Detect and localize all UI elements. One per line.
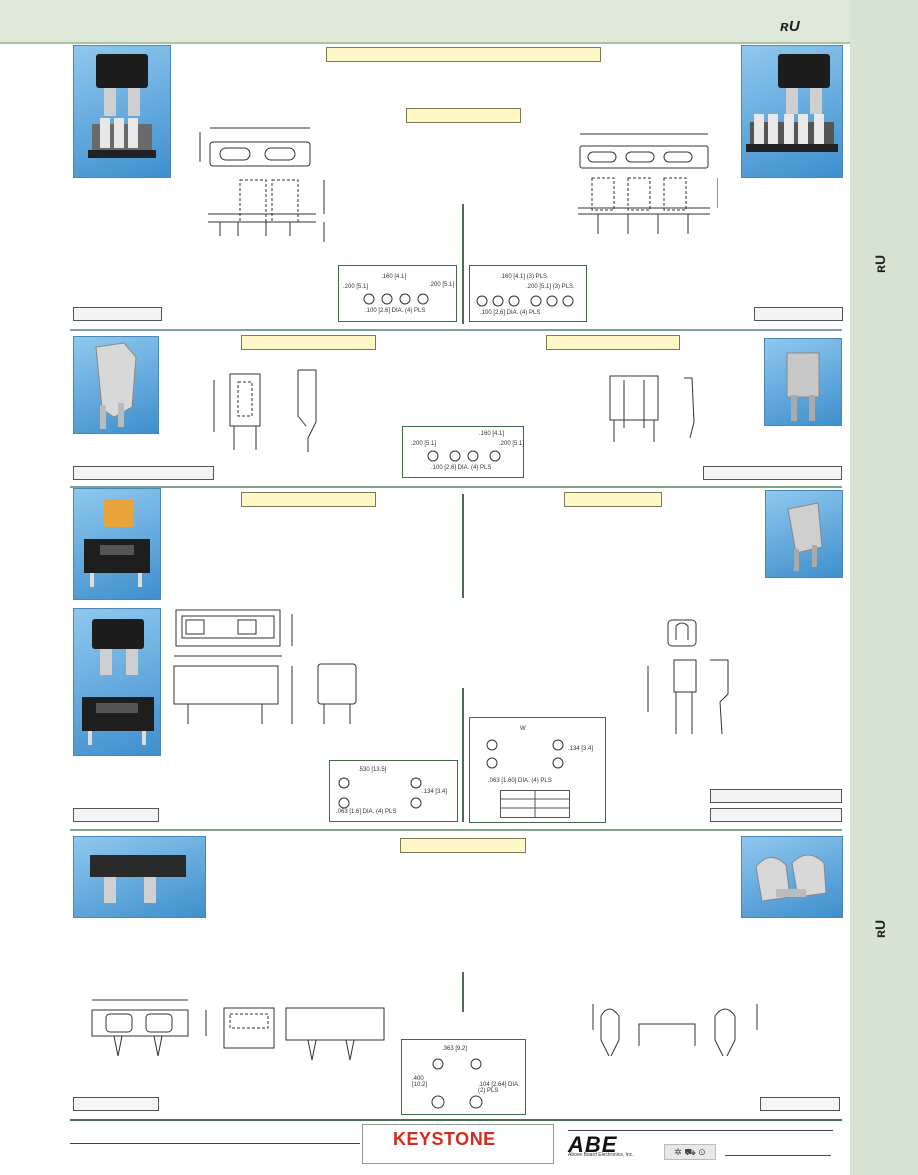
atm-fuse-holder-photo: [73, 608, 161, 756]
drawing-clip-2: [609, 375, 695, 442]
part-number-box: [754, 307, 843, 321]
section-title-banner: [564, 492, 662, 507]
pcb-layout-clip: .160 [4.1] .200 [5.1] .200 [5.1] .100 [2…: [402, 426, 524, 478]
section-title-banner: [326, 47, 601, 62]
keystone-logo-text: KEYSTONE: [393, 1129, 496, 1149]
section-title-banner: [400, 838, 526, 853]
dimension-label: .160 [4.1] (3) PLS.: [500, 274, 549, 280]
fuse-holder-photo-2pos: [73, 45, 171, 178]
pcb-layout-2pos: .160 [4.1] .200 [5.1] .200 [5.1] .100 [2…: [338, 265, 457, 322]
dimension-label: .100 [2.6] DIA. (4) PLS: [365, 308, 426, 314]
dimension-label: .200 [5.1] (3) PLS.: [526, 284, 575, 290]
footer-rule: [70, 1143, 360, 1144]
part-number-box: [73, 1097, 159, 1111]
dimension-label: .104 [2.64] DIA. (2) PLS: [478, 1082, 520, 1094]
drawing-2pos-holder: [199, 127, 325, 242]
part-number-box: [710, 789, 842, 803]
dimension-label: .200 [5.1]: [429, 282, 455, 288]
header-band: [0, 0, 850, 44]
dimension-label: .200 [5.1]: [411, 441, 437, 447]
dimension-label: .063 [1.60] DIA. (4) PLS: [488, 778, 552, 784]
drawing-clip-pair: [592, 1004, 758, 1057]
abe-tagline: Above Board Electronics, Inc.: [568, 1152, 634, 1158]
footer-rule: [568, 1130, 833, 1131]
section-divider: [70, 329, 842, 331]
dimension-label: .134 [3.4]: [568, 746, 594, 752]
sub-title-banner: [406, 108, 521, 123]
footer-link[interactable]: [725, 1155, 831, 1156]
fuse-clip-photo: [73, 336, 159, 434]
dimension-label: W: [520, 726, 526, 732]
center-rule: [462, 494, 464, 598]
right-sidebar: [850, 0, 918, 1175]
fuse-clip-pair-photo: [741, 836, 843, 918]
section-divider: [70, 1119, 842, 1121]
dimension-label: .160 [4.1]: [479, 431, 505, 437]
dimension-label: .063 [1.6] DIA. (4) PLS: [336, 809, 397, 815]
center-rule: [462, 688, 464, 822]
toolbar-icons[interactable]: ✲ ⛟ ⊙: [664, 1144, 716, 1160]
part-number-box: [73, 808, 159, 822]
part-number-box: [710, 808, 842, 822]
dimension-label: .530 [13.5]: [358, 767, 387, 773]
dimension-label: .200 [5.1]: [499, 441, 525, 447]
ul-recognized-mark-side-2: ʀU: [872, 919, 889, 939]
drawing-3pos-holder: [578, 133, 718, 234]
drawing-atm-holder: [173, 609, 357, 724]
section-title-banner: [546, 335, 680, 350]
dimension-label: .363 [9.2]: [442, 1046, 468, 1052]
dimension-label: .100 [2.6] DIA. (4) PLS: [480, 310, 541, 316]
dimension-label: .134 [3.4]: [422, 789, 448, 795]
fuse-clip-photo-2: [764, 338, 842, 426]
dimension-label: .100 [2.6] DIA. (4) PLS: [431, 465, 492, 471]
drawing-mini-clip: [647, 619, 729, 735]
section-title-banner: [241, 492, 376, 507]
dimension-label: .200 [5.1]: [343, 284, 369, 290]
section-title-banner: [241, 335, 376, 350]
part-number-box: [760, 1097, 840, 1111]
ul-recognized-mark: ʀU: [780, 18, 800, 35]
section-divider: [70, 486, 842, 488]
pcb-layout-3pos: .160 [4.1] (3) PLS. .200 [5.1] (3) PLS. …: [469, 265, 587, 322]
ul-recognized-mark-side-1: ʀU: [872, 254, 889, 274]
pcb-layout-mini-clip: W .134 [3.4] .063 [1.60] DIA. (4) PLS: [469, 717, 606, 823]
drawing-clip-side: [213, 369, 317, 452]
part-number-box: [73, 307, 162, 321]
dimension-label: .160 [4.1]: [381, 274, 407, 280]
mini-fuse-holder-photo: [73, 488, 161, 600]
abe-logo: ABE: [568, 1132, 618, 1157]
keystone-logo: KEYSTONE: [362, 1124, 554, 1164]
mini-clip-photo: [765, 490, 843, 578]
pcb-layout-atm: .530 [13.5] .134 [3.4] .063 [1.6] DIA. (…: [329, 760, 458, 822]
fuse-holder-photo-3pos: [741, 45, 843, 178]
dimension-label: .400 [10.2]: [412, 1076, 428, 1088]
auto-fuse-block-photo: [73, 836, 206, 918]
section-divider: [70, 829, 842, 831]
pcb-layout-fuse-block: .363 [9.2] .400 [10.2] .104 [2.64] DIA. …: [401, 1039, 526, 1115]
center-rule: [462, 972, 464, 1012]
part-number-box: [73, 466, 214, 480]
drawing-fuse-block: [91, 999, 385, 1061]
center-rule: [462, 204, 464, 324]
part-number-box: [703, 466, 842, 480]
